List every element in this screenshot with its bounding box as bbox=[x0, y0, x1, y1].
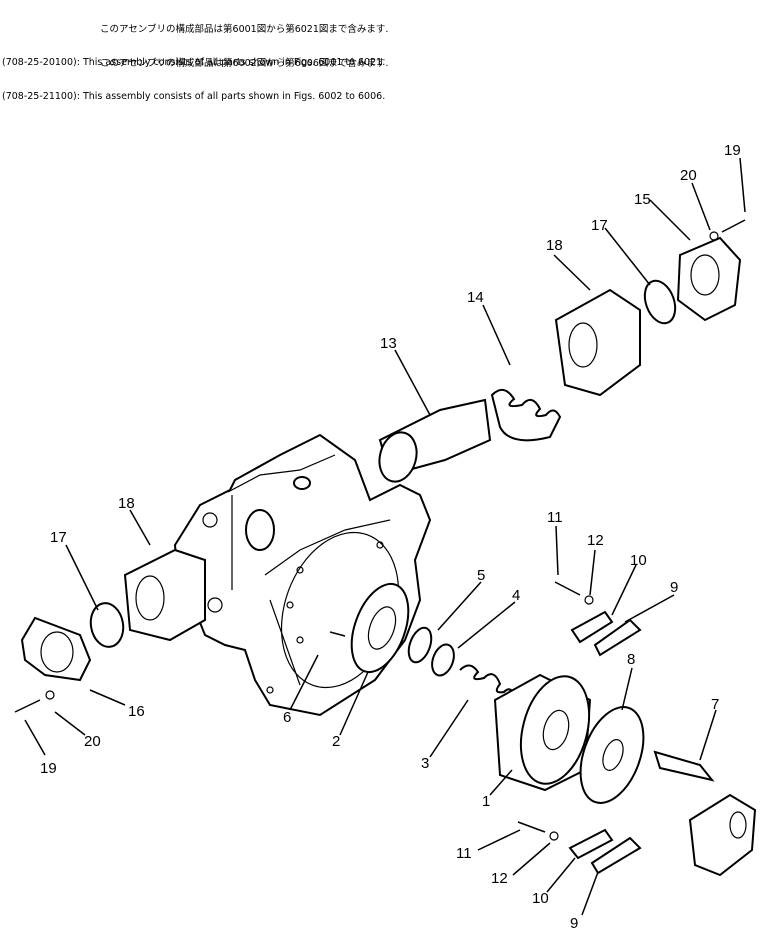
callout-3: 3 bbox=[421, 755, 429, 772]
part-yoke bbox=[688, 793, 757, 877]
part-washer-lower bbox=[549, 831, 559, 841]
leader-lines bbox=[24, 157, 746, 916]
callout-7: 7 bbox=[711, 696, 719, 713]
part-pin bbox=[329, 631, 346, 637]
callout-14: 14 bbox=[467, 289, 484, 306]
callout-12-lower: 12 bbox=[491, 870, 508, 887]
part-cover-upper bbox=[676, 236, 742, 322]
callout-11-lower: 11 bbox=[456, 845, 472, 862]
callout-numbers: 19 20 15 17 18 14 13 18 17 16 20 19 11 1… bbox=[40, 142, 741, 932]
callout-19-top: 19 bbox=[724, 142, 741, 159]
part-bolt-lower bbox=[517, 821, 546, 833]
callout-10-lower: 10 bbox=[532, 890, 549, 907]
part-snap-ring bbox=[407, 626, 433, 664]
callout-9-lower: 9 bbox=[570, 915, 578, 932]
callout-15: 15 bbox=[634, 191, 651, 208]
part-bolt-upper bbox=[554, 581, 581, 596]
callout-4: 4 bbox=[512, 587, 520, 604]
callout-9-upper: 9 bbox=[670, 579, 678, 596]
callout-20-left: 20 bbox=[84, 733, 101, 750]
assembly-note-1: このアセンブリの構成部品は第6001図から第6021図まで含みます. (708-… bbox=[2, 24, 389, 68]
callout-18-left: 18 bbox=[118, 495, 135, 512]
part-washer-top bbox=[709, 231, 719, 241]
part-washer-upper bbox=[584, 595, 594, 605]
part-retainer-ring bbox=[431, 643, 455, 677]
assembly-note-1-code: (708-25-20100) bbox=[2, 57, 77, 68]
part-large-spring bbox=[490, 388, 562, 442]
part-bolt-top bbox=[721, 219, 746, 233]
callout-8: 8 bbox=[627, 651, 635, 668]
assembly-note-2-en: This assembly consists of all parts show… bbox=[82, 91, 386, 102]
callout-19-left: 19 bbox=[40, 760, 57, 777]
callout-17-upper: 17 bbox=[591, 217, 608, 234]
callout-10-upper: 10 bbox=[630, 552, 647, 569]
assembly-note-1-jp: このアセンブリの構成部品は第6001図から第6021図まで含みます. bbox=[100, 24, 389, 35]
callout-6: 6 bbox=[283, 709, 291, 726]
part-piston-set-upper bbox=[554, 288, 641, 397]
part-washer-left bbox=[45, 690, 55, 700]
callout-13: 13 bbox=[380, 335, 397, 352]
part-valve-plate bbox=[350, 582, 410, 674]
assembly-note-2-code: (708-25-21100) bbox=[2, 91, 77, 102]
callout-2: 2 bbox=[332, 733, 340, 750]
part-o-ring-left bbox=[89, 602, 125, 648]
callout-1: 1 bbox=[482, 793, 490, 810]
callout-18-upper: 18 bbox=[546, 237, 563, 254]
part-cover-left bbox=[20, 616, 92, 682]
part-small-spring bbox=[459, 664, 517, 701]
callout-16: 16 bbox=[128, 703, 145, 720]
callout-5: 5 bbox=[477, 567, 485, 584]
part-link-upper bbox=[570, 610, 614, 644]
callout-17-left: 17 bbox=[50, 529, 67, 546]
part-piston-set-left bbox=[123, 548, 206, 642]
part-o-ring-upper bbox=[643, 279, 677, 325]
assembly-note-2: このアセンブリの構成部品は第6002図から第6006図まで含みます. (708-… bbox=[2, 58, 389, 102]
part-shoe-plate bbox=[579, 706, 645, 804]
assembly-note-1-en: This assembly consists of all parts show… bbox=[82, 57, 386, 68]
part-link-lower bbox=[568, 828, 614, 860]
part-shaft bbox=[653, 750, 715, 782]
part-lever-lower bbox=[590, 836, 642, 875]
callout-20-top: 20 bbox=[680, 167, 697, 184]
part-bolt-left bbox=[14, 699, 41, 713]
part-lever-upper bbox=[593, 618, 642, 657]
callout-11-upper: 11 bbox=[547, 509, 563, 526]
callout-12-upper: 12 bbox=[587, 532, 604, 549]
assembly-note-2-jp: このアセンブリの構成部品は第6002図から第6006図まで含みます. bbox=[100, 58, 389, 69]
